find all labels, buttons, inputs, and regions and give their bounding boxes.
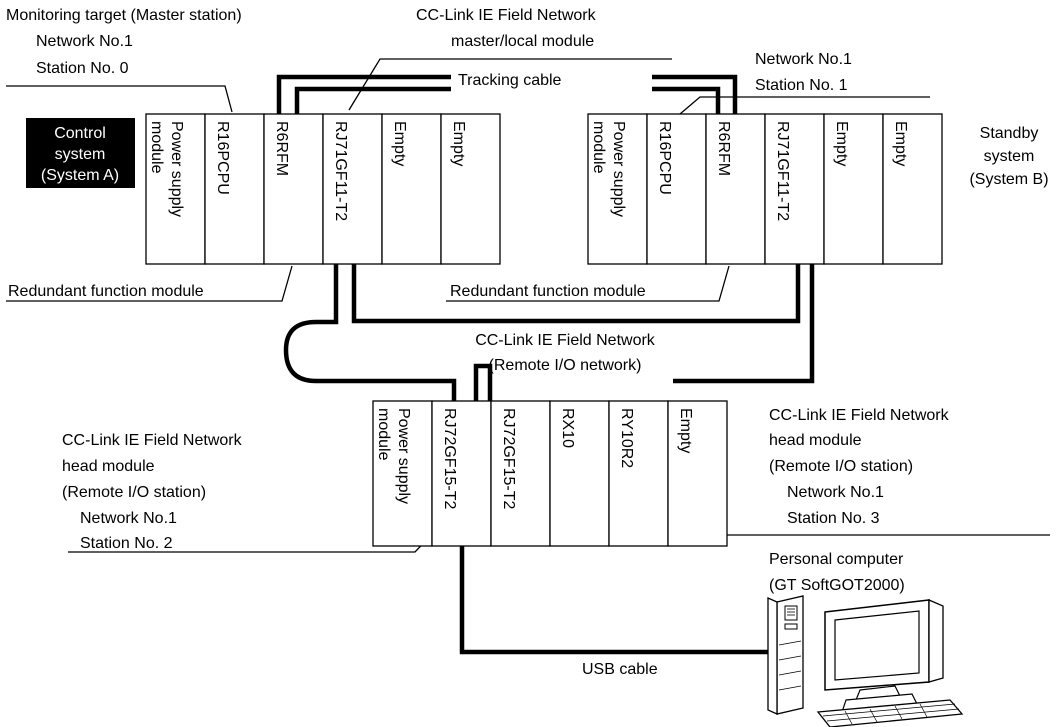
rack-io-slot-2-label: RJ72GF15-T2: [500, 408, 517, 509]
standby-system-label-1: Standby: [980, 125, 1039, 142]
rack-io-slot-4: [608, 400, 669, 547]
leader-redundant-a: [6, 265, 293, 302]
right-head-label-1: CC-Link IE Field Network: [769, 407, 950, 424]
rack-b-slot-5: [882, 113, 943, 265]
right-head-label-2: head module: [769, 432, 862, 449]
rack-b-slot-power: [587, 113, 648, 265]
rack-a-power-label-2: module: [148, 121, 165, 174]
station-1-network: Network No.1: [755, 51, 852, 68]
rack-b-slot-1-label: R16PCPU: [656, 121, 673, 195]
tracking-cable-label: Tracking cable: [458, 72, 562, 89]
rack-a-power-label-1: Power supply: [168, 121, 185, 217]
tracking-cable-b-outer: [652, 74, 738, 114]
rack-a-slot-4: [381, 113, 442, 265]
master-local-module-label-2: master/local module: [451, 33, 594, 50]
rack-b-power-label-2: module: [590, 121, 607, 174]
control-system-label-3: (System A): [41, 167, 119, 184]
leader-station-1: [679, 96, 930, 115]
pc-monitor: [824, 599, 944, 713]
station-1-station: Station No. 1: [755, 77, 848, 94]
standby-system-label-2: system: [984, 148, 1035, 165]
left-head-label-3: (Remote I/O station): [62, 484, 206, 501]
rack-a-slot-1-label: R16PCPU: [214, 121, 231, 195]
leader-redundant-b: [446, 265, 730, 302]
network-link-io: [473, 363, 493, 402]
rack-remote-io: Power supply module RJ72GF15-T2 RJ72GF15…: [372, 400, 728, 547]
pc-label-2: (GT SoftGOT2000): [769, 577, 905, 594]
network-ring-outer: [283, 264, 457, 402]
tracking-cable-b-inner: [652, 86, 721, 114]
rack-io-slot-2: [490, 400, 551, 547]
rack-a-slot-4-label: Empty: [391, 121, 408, 166]
usb-cable: [459, 546, 794, 655]
right-head-label-3: (Remote I/O station): [769, 458, 913, 475]
left-head-network: Network No.1: [80, 510, 177, 527]
rack-a-slot-5-label: Empty: [450, 121, 467, 166]
rack-io-slot-1-label: RJ72GF15-T2: [441, 408, 458, 509]
rack-b-slot-4-label: Empty: [833, 121, 850, 166]
standby-system-label-3: (System B): [969, 171, 1048, 188]
rack-io-power-label-2: module: [375, 408, 392, 461]
rack-io-slot-3-label: RX10: [559, 408, 576, 448]
rack-b-slot-4: [823, 113, 884, 265]
rack-io-power-label-1: Power supply: [395, 408, 412, 504]
left-head-label-1: CC-Link IE Field Network: [62, 432, 243, 449]
pc-tower: [767, 595, 804, 716]
left-head-label-2: head module: [62, 458, 155, 475]
pc-label-1: Personal computer: [769, 551, 904, 568]
usb-cable-label: USB cable: [582, 661, 658, 678]
control-system-label-2: system: [55, 146, 106, 163]
rack-a-slot-5: [440, 113, 501, 265]
rack-b-slot-5-label: Empty: [892, 121, 909, 166]
rack-b-slot-1: [646, 113, 707, 265]
rack-b-slot-2: [705, 113, 766, 265]
monitoring-target-station: Station No. 0: [36, 60, 129, 77]
control-system-label-1: Control: [54, 125, 106, 142]
rack-io-slot-1: [431, 400, 492, 547]
network-label-1: CC-Link IE Field Network: [475, 332, 656, 349]
rack-io-slot-5: [667, 400, 728, 547]
rack-io-slot-5-label: Empty: [677, 408, 694, 453]
rack-a-slot-power: [145, 113, 206, 265]
redundant-function-label-a: Redundant function module: [8, 283, 204, 300]
personal-computer-icon: [767, 595, 964, 727]
pc-keyboard: [816, 699, 964, 727]
rack-system-b: Power supply module R16PCPU R6RFM RJ71GF…: [587, 113, 943, 265]
left-head-station: Station No. 2: [80, 535, 173, 552]
network-cable-a-inner: [351, 264, 801, 324]
rack-io-slot-4-label: RY10R2: [618, 408, 635, 468]
rack-b-slot-3: [764, 113, 825, 265]
rack-b-slot-3-label: RJ71GF11-T2: [774, 121, 791, 221]
rack-a-slot-2-label: R6RFM: [273, 121, 290, 176]
rack-a-slot-1: [204, 113, 265, 265]
tracking-cable-inner: [294, 86, 451, 114]
tracking-cable-outer: [276, 74, 451, 114]
network-label-2: (Remote I/O network): [489, 357, 642, 374]
rack-a-slot-2: [263, 113, 324, 265]
network-cable-b-inner: [673, 264, 815, 384]
monitoring-target-network: Network No.1: [36, 33, 133, 50]
right-head-station: Station No. 3: [787, 510, 880, 527]
leader-master-local-module: [348, 58, 672, 111]
master-local-module-label-1: CC-Link IE Field Network: [416, 7, 597, 24]
rack-b-slot-2-label: R6RFM: [715, 121, 732, 176]
redundant-function-label-b: Redundant function module: [450, 283, 646, 300]
rack-a-slot-3: [322, 113, 383, 265]
monitoring-target-label: Monitoring target (Master station): [6, 7, 242, 24]
rack-a-slot-3-label: RJ71GF11-T2: [332, 121, 349, 221]
rack-b-power-label-1: Power supply: [610, 121, 627, 217]
control-system-box: [26, 118, 135, 188]
leader-monitoring-target: [6, 85, 233, 113]
rack-system-a: Power supply module R16PCPU R6RFM RJ71GF…: [145, 113, 501, 265]
rack-io-slot-3: [549, 400, 610, 547]
right-head-network: Network No.1: [787, 484, 884, 501]
